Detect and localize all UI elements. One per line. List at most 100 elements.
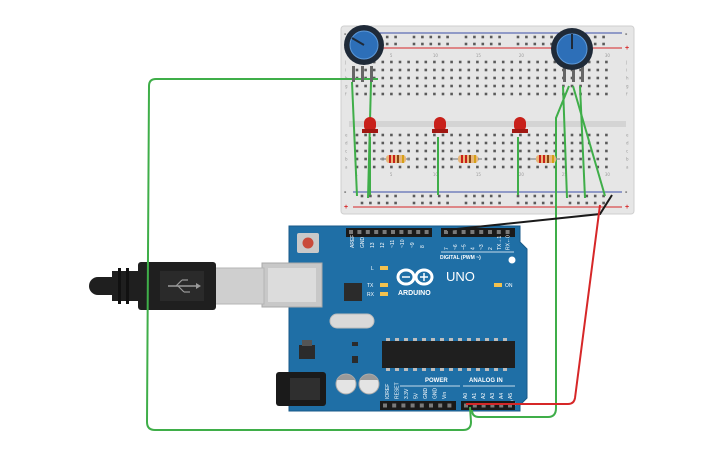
breadboard-hole[interactable] (372, 92, 376, 96)
rail-hole[interactable] (385, 201, 389, 205)
breadboard-hole[interactable] (544, 149, 548, 153)
rail-hole[interactable] (481, 201, 485, 205)
rail-hole[interactable] (498, 194, 501, 198)
breadboard-hole[interactable] (450, 92, 453, 96)
breadboard-hole[interactable] (605, 165, 608, 169)
breadboard-hole[interactable] (570, 149, 574, 153)
breadboard-hole[interactable] (527, 92, 531, 96)
rail-hole[interactable] (516, 201, 520, 205)
breadboard-hole[interactable] (553, 149, 557, 153)
breadboard-hole[interactable] (510, 133, 514, 137)
analog-pin-hole[interactable] (490, 403, 495, 408)
breadboard-hole[interactable] (501, 84, 505, 88)
breadboard-hole[interactable] (407, 92, 410, 96)
digital-pin-hole[interactable] (505, 230, 510, 234)
rail-hole[interactable] (360, 194, 364, 198)
breadboard-hole[interactable] (544, 165, 548, 169)
breadboard-hole[interactable] (372, 84, 376, 88)
breadboard-hole[interactable] (570, 141, 574, 145)
rail-hole[interactable] (585, 201, 589, 205)
resistor-3[interactable] (530, 155, 560, 163)
rail-hole[interactable] (369, 201, 372, 205)
rail-hole[interactable] (550, 35, 553, 39)
breadboard-hole[interactable] (596, 92, 600, 96)
rail-hole[interactable] (446, 42, 449, 46)
breadboard-hole[interactable] (536, 76, 539, 80)
breadboard-hole[interactable] (527, 157, 531, 161)
breadboard-hole[interactable] (407, 76, 410, 80)
breadboard-hole[interactable] (433, 92, 436, 96)
wire-green-pot2-leg[interactable] (579, 85, 586, 199)
breadboard-hole[interactable] (424, 157, 428, 161)
breadboard-hole[interactable] (407, 141, 410, 145)
breadboard-hole[interactable] (519, 133, 522, 137)
breadboard-hole[interactable] (536, 68, 539, 72)
breadboard-hole[interactable] (544, 76, 548, 80)
breadboard-hole[interactable] (476, 92, 479, 96)
breadboard-hole[interactable] (381, 165, 385, 169)
breadboard-hole[interactable] (527, 76, 531, 80)
breadboard-hole[interactable] (527, 141, 531, 145)
breadboard-hole[interactable] (424, 60, 428, 64)
rail-hole[interactable] (593, 35, 597, 39)
breadboard-hole[interactable] (579, 76, 582, 80)
rail-hole[interactable] (412, 194, 416, 198)
breadboard-hole[interactable] (510, 76, 514, 80)
breadboard-hole[interactable] (587, 92, 591, 96)
breadboard-hole[interactable] (355, 149, 359, 153)
breadboard-hole[interactable] (527, 165, 531, 169)
rail-hole[interactable] (421, 35, 424, 39)
breadboard-hole[interactable] (355, 165, 359, 169)
rail-hole[interactable] (568, 201, 572, 205)
breadboard-hole[interactable] (467, 76, 471, 80)
breadboard-hole[interactable] (458, 133, 462, 137)
breadboard-hole[interactable] (536, 92, 539, 96)
rail-hole[interactable] (437, 35, 441, 39)
breadboard-hole[interactable] (390, 149, 393, 153)
breadboard-hole[interactable] (398, 133, 402, 137)
breadboard-hole[interactable] (587, 165, 591, 169)
breadboard-hole[interactable] (364, 68, 367, 72)
breadboard-hole[interactable] (484, 149, 488, 153)
rail-hole[interactable] (394, 42, 397, 46)
analog-pin-hole[interactable] (472, 403, 477, 408)
breadboard-hole[interactable] (536, 60, 539, 64)
wire-green-pot1-wiper[interactable] (145, 78, 473, 431)
rail-hole[interactable] (602, 194, 605, 198)
rail-hole[interactable] (394, 35, 397, 39)
breadboard-hole[interactable] (450, 165, 453, 169)
breadboard-hole[interactable] (553, 68, 557, 72)
breadboard-hole[interactable] (398, 76, 402, 80)
rail-hole[interactable] (541, 42, 545, 46)
digital-pin-hole[interactable] (496, 230, 501, 234)
rail-hole[interactable] (473, 35, 476, 39)
resistor-1[interactable] (380, 155, 410, 163)
breadboard-hole[interactable] (390, 141, 393, 145)
analog-pin-hole[interactable] (464, 403, 468, 408)
breadboard-hole[interactable] (355, 133, 359, 137)
breadboard-hole[interactable] (501, 60, 505, 64)
rail-hole[interactable] (429, 35, 433, 39)
breadboard-hole[interactable] (390, 60, 393, 64)
breadboard-hole[interactable] (536, 84, 539, 88)
breadboard-hole[interactable] (544, 68, 548, 72)
breadboard-hole[interactable] (484, 68, 488, 72)
breadboard-hole[interactable] (441, 60, 445, 64)
wire-green-pot2-leg[interactable] (562, 85, 568, 199)
breadboard-hole[interactable] (510, 165, 514, 169)
rail-hole[interactable] (516, 194, 520, 198)
rail-hole[interactable] (464, 194, 468, 198)
breadboard-hole[interactable] (458, 141, 462, 145)
breadboard-hole[interactable] (372, 133, 376, 137)
digital-pin-hole[interactable] (365, 230, 370, 234)
breadboard-hole[interactable] (407, 149, 410, 153)
breadboard-hole[interactable] (527, 68, 531, 72)
breadboard-hole[interactable] (381, 149, 385, 153)
rail-hole[interactable] (437, 194, 441, 198)
breadboard-hole[interactable] (476, 84, 479, 88)
breadboard-hole[interactable] (501, 165, 505, 169)
breadboard-hole[interactable] (458, 60, 462, 64)
rail-hole[interactable] (421, 201, 424, 205)
